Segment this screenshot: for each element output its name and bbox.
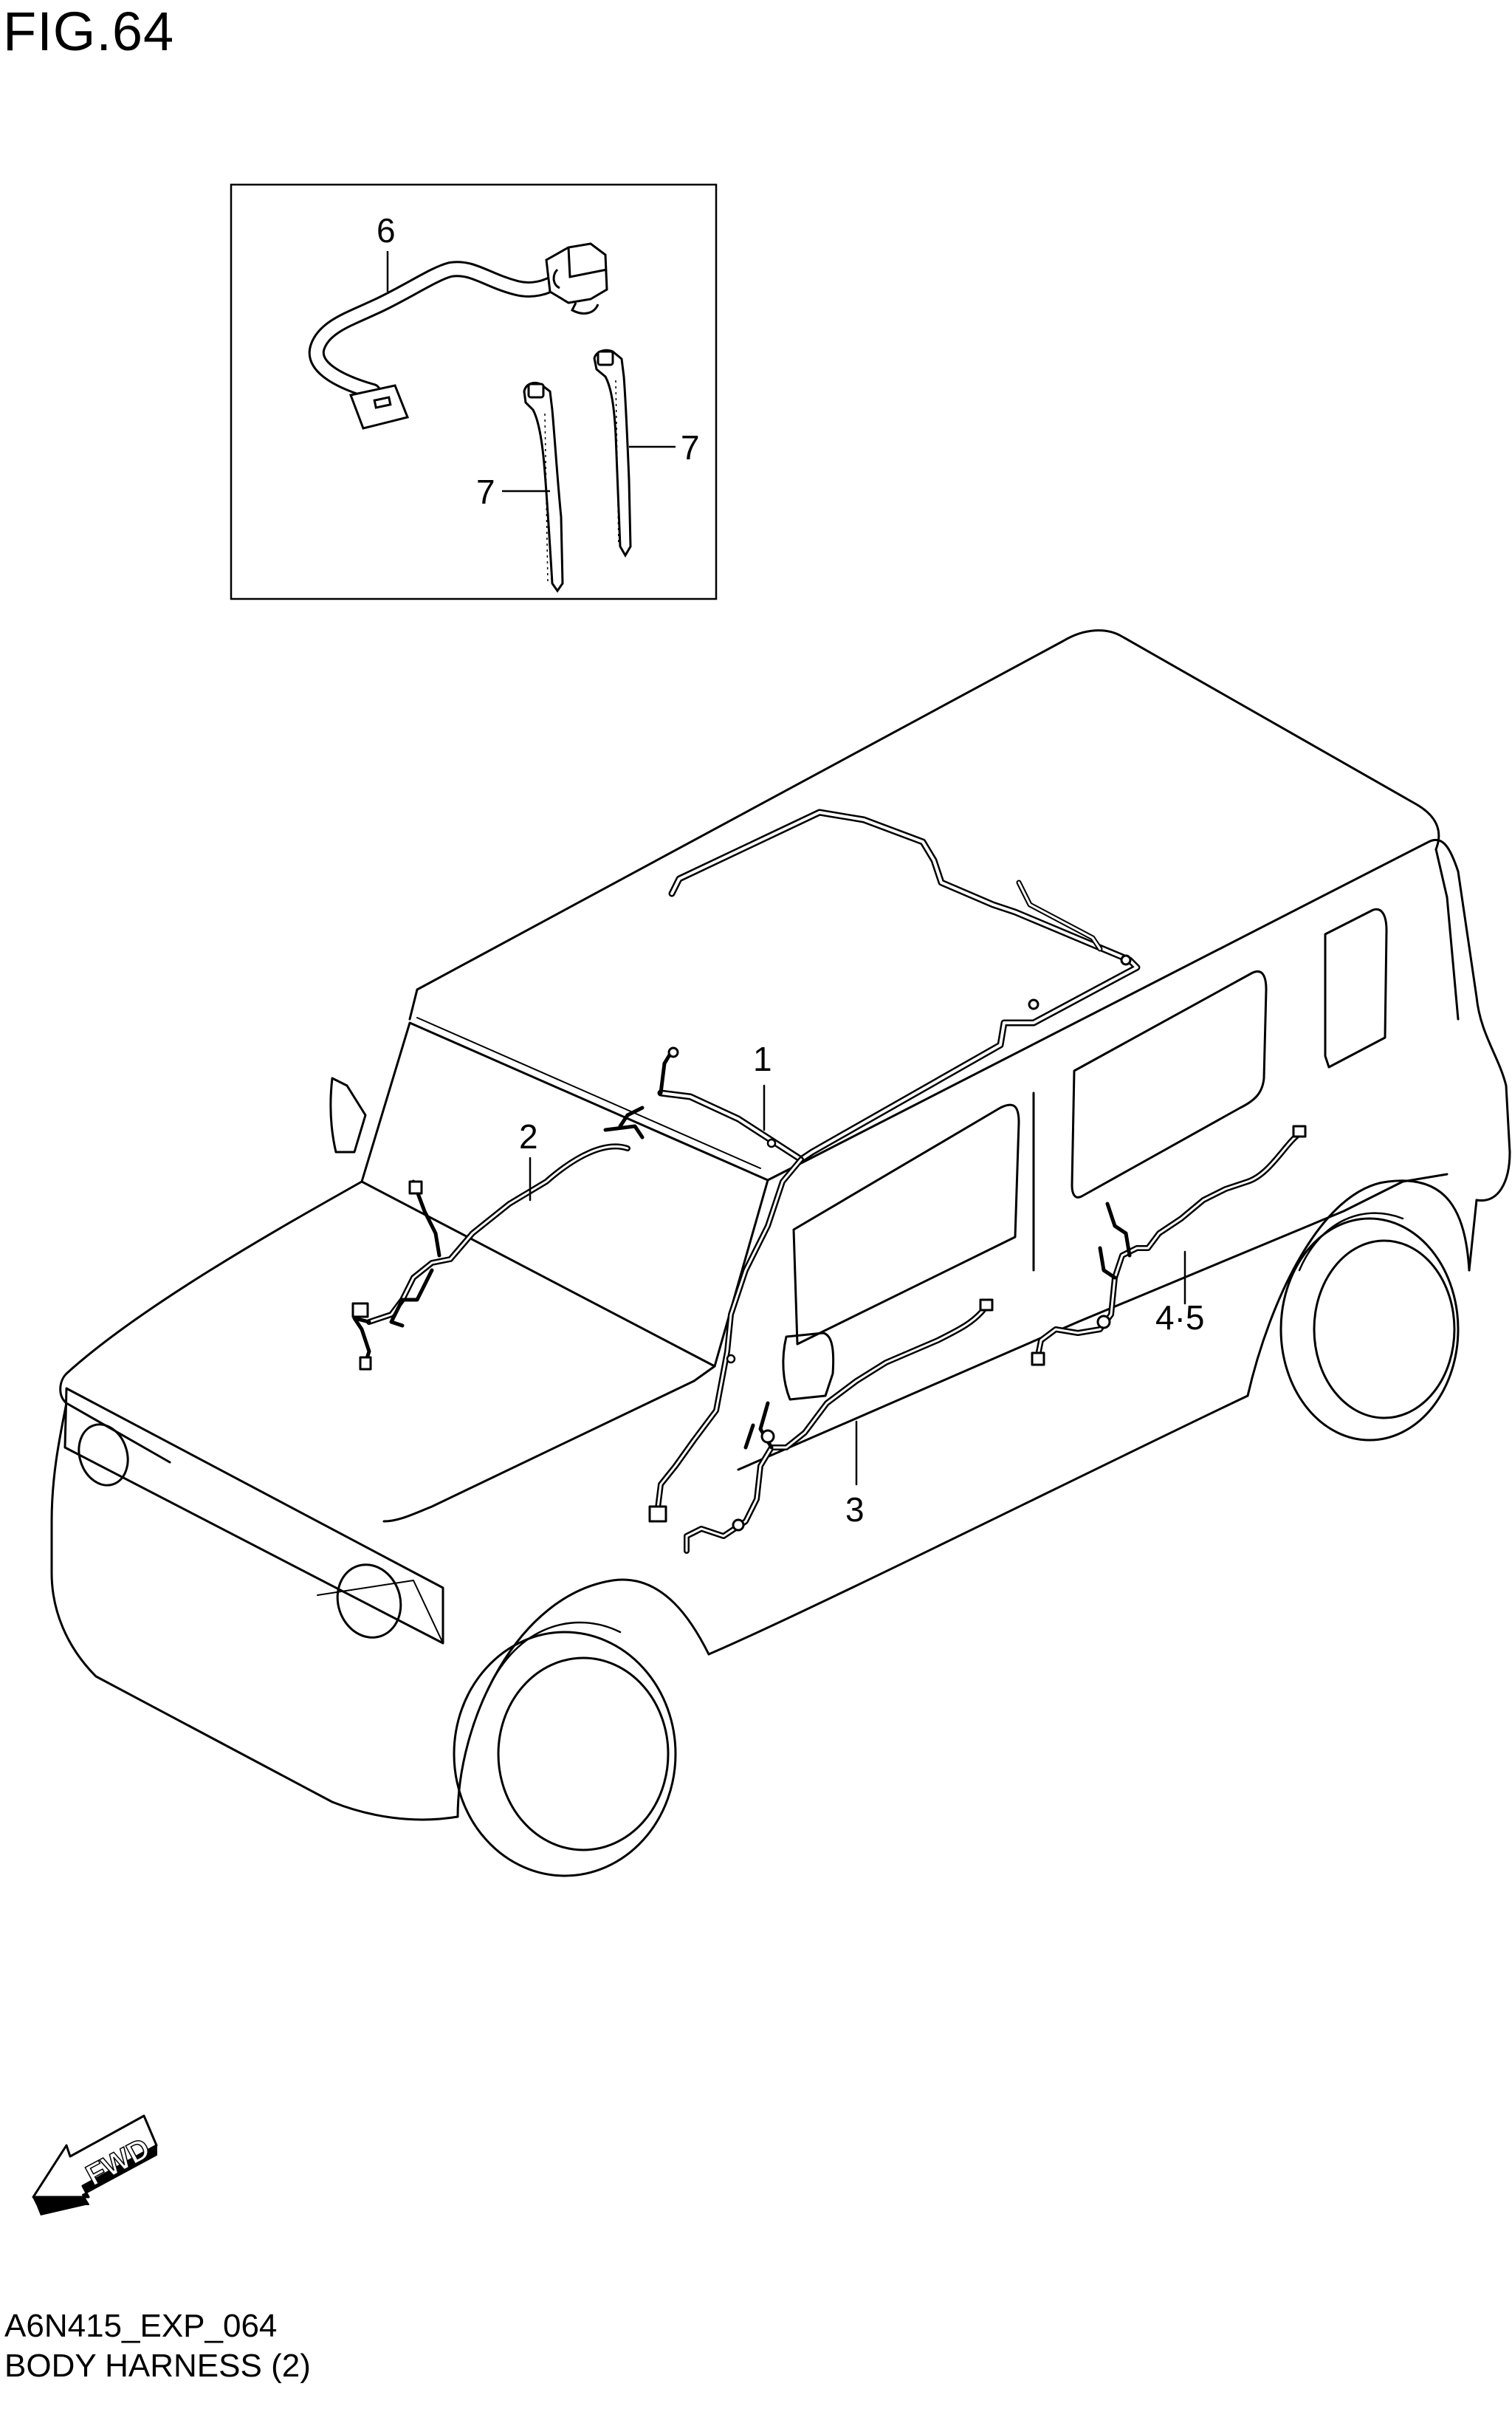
- connector-icon: [348, 384, 410, 430]
- rear-harness-4-5: [1031, 1125, 1307, 1366]
- callout-7-right: 7: [681, 428, 700, 467]
- callout-4-5: 4·5: [1155, 1298, 1204, 1337]
- vehicle-outline: [50, 629, 1511, 1877]
- cable-tie-icon: [593, 349, 632, 558]
- callout-3: 3: [845, 1490, 865, 1529]
- sub-harness-icon: [308, 242, 608, 430]
- figure-caption: BODY HARNESS (2): [4, 2348, 311, 2384]
- reference-code: A6N415_EXP_064: [4, 2308, 278, 2344]
- roof-harness-1: [618, 809, 1141, 1163]
- forward-arrow-icon: FWD: [32, 2114, 158, 2216]
- inset-frame: [230, 183, 718, 600]
- callout-7-left: 7: [476, 473, 495, 511]
- cable-tie-icon: [523, 381, 564, 593]
- callout-6: 6: [377, 211, 396, 250]
- parts-inset: [230, 183, 718, 600]
- connector-icon: [545, 242, 608, 315]
- figure-title: FIG.64: [3, 1, 175, 62]
- harness-lines: [351, 809, 1307, 1554]
- floor-harness-3: [648, 1156, 994, 1554]
- callout-1: 1: [753, 1040, 772, 1078]
- callout-2: 2: [519, 1117, 538, 1156]
- front-harness-2: [351, 1124, 645, 1371]
